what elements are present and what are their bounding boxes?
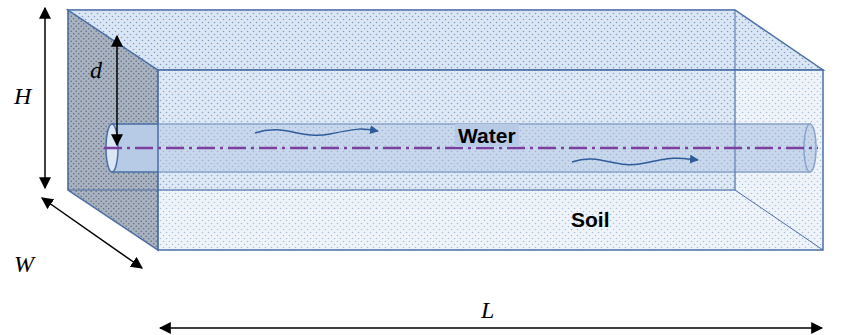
dimension-label: L — [481, 298, 494, 322]
dimension-label: d — [90, 58, 102, 82]
dimension-label: H — [14, 84, 31, 108]
material-label: Soil — [568, 208, 613, 231]
material-label: Water — [455, 124, 519, 147]
dimension-label: W — [14, 252, 34, 276]
